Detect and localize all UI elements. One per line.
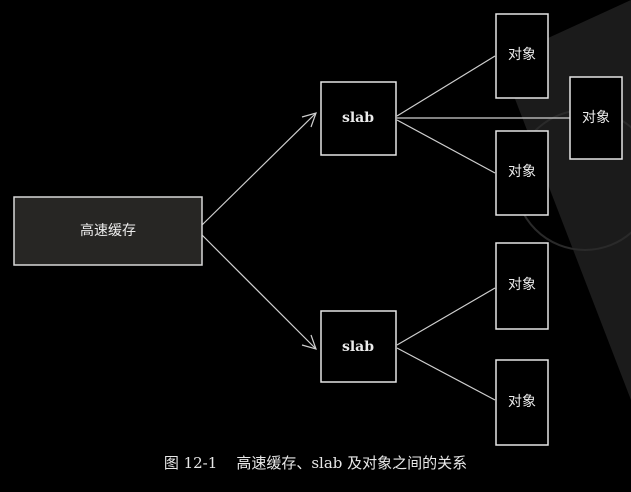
figure-caption: 图 12-1 高速缓存、slab 及对象之间的关系 <box>0 452 631 473</box>
node-slab-1-label: slab <box>342 110 374 126</box>
arrowhead-slab1 <box>301 112 317 128</box>
node-object-2: 对象 <box>569 76 623 160</box>
node-cache: 高速缓存 <box>13 196 203 266</box>
figure-caption-text: 高速缓存、slab 及对象之间的关系 <box>236 454 468 472</box>
edge-slab1-obj3 <box>396 119 496 174</box>
node-object-1-label: 对象 <box>508 47 536 63</box>
node-object-5-label: 对象 <box>508 394 536 410</box>
node-object-2-label: 对象 <box>582 110 610 126</box>
node-slab-2: slab <box>320 310 397 383</box>
node-slab-1: slab <box>320 81 397 156</box>
node-object-4-label: 对象 <box>508 277 536 293</box>
node-object-4: 对象 <box>495 242 549 330</box>
figure-number: 图 12-1 <box>163 454 218 472</box>
node-cache-label: 高速缓存 <box>80 222 136 239</box>
edge-cache-slab2 <box>201 234 317 350</box>
edge-cache-slab1 <box>201 112 317 226</box>
node-object-3-label: 对象 <box>508 164 536 180</box>
edge-slab2-obj4 <box>396 287 496 346</box>
node-object-3: 对象 <box>495 130 549 216</box>
node-object-1: 对象 <box>495 13 549 99</box>
edge-slab2-obj5 <box>396 347 496 401</box>
arrowhead-slab2 <box>301 334 317 350</box>
edges <box>201 55 570 401</box>
node-object-5: 对象 <box>495 359 549 446</box>
edge-slab1-obj1 <box>396 55 496 117</box>
node-slab-2-label: slab <box>342 339 374 355</box>
